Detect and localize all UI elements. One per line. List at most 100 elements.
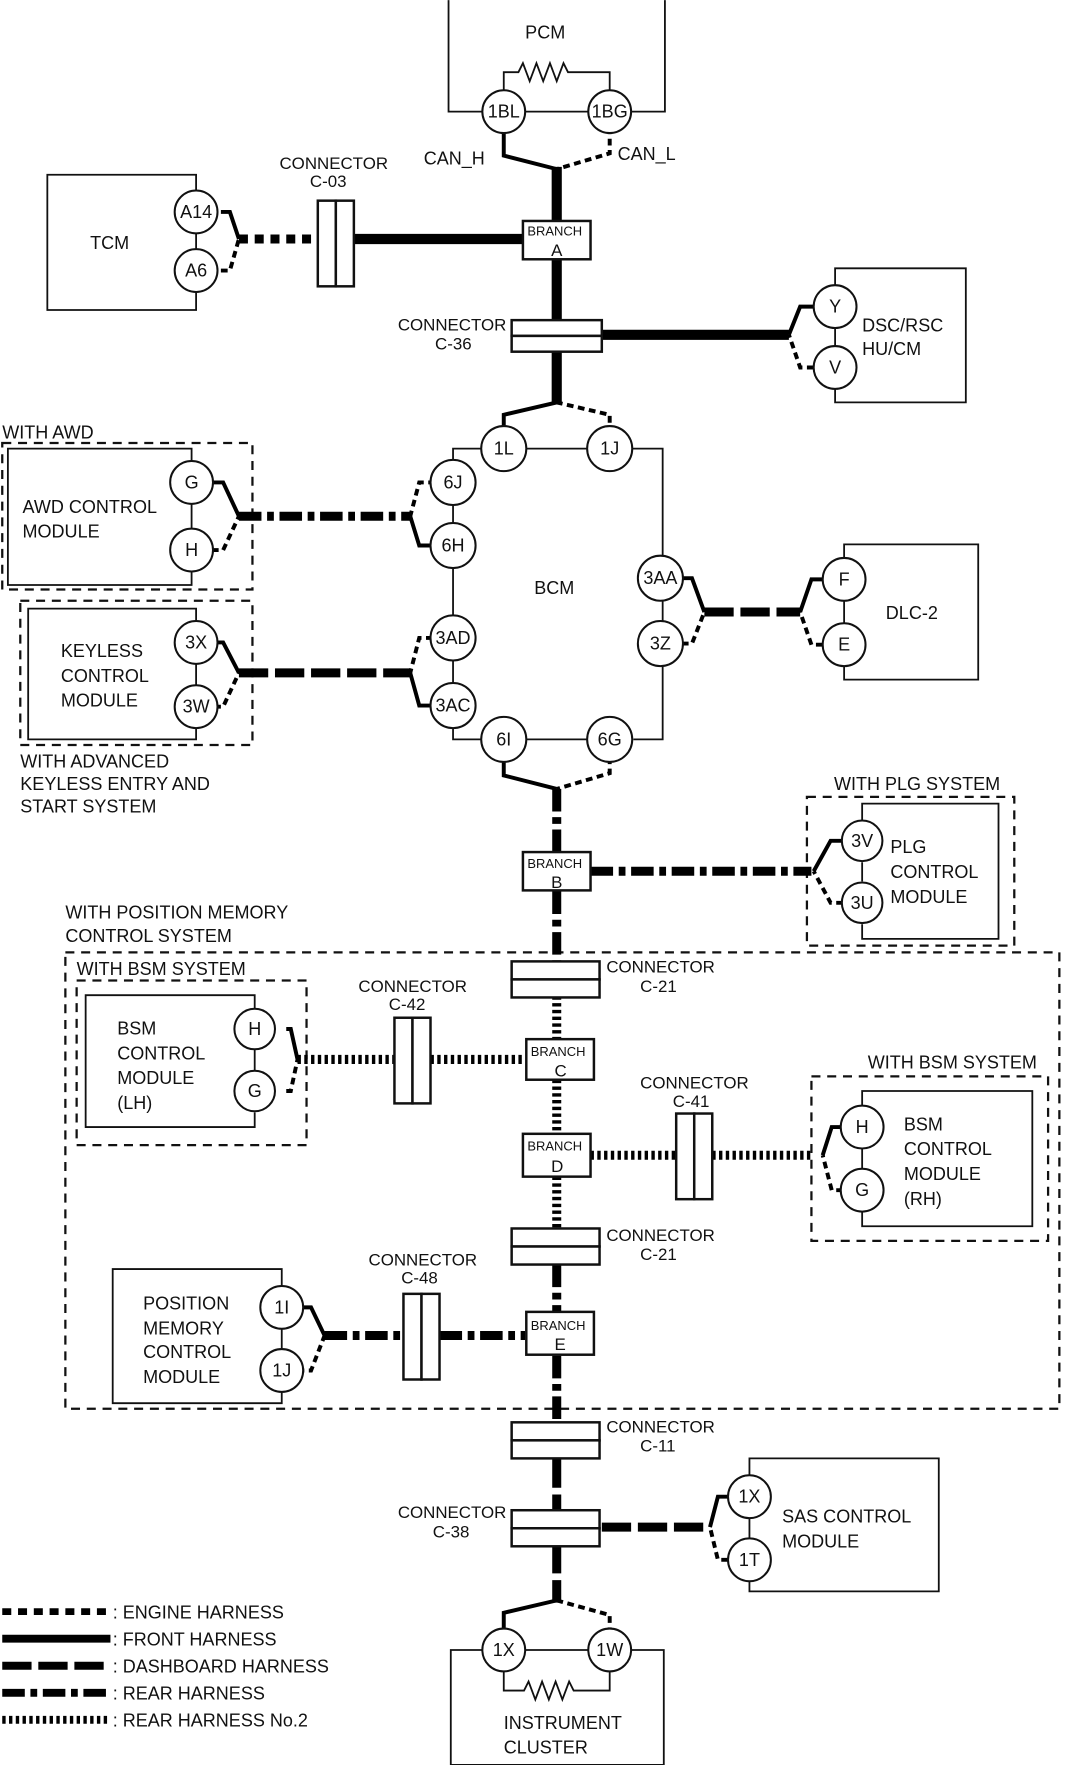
pcm-label: PCM	[525, 22, 565, 42]
bcm-label: BCM	[534, 578, 574, 598]
bsm-rh-option-enclosure	[810, 1075, 1050, 1243]
legend-item-rear: : REAR HARNESS	[2, 1684, 265, 1704]
wire-pcm-can-l	[556, 127, 612, 172]
wire-bsml-g	[286, 1059, 300, 1093]
bcm-pin-1l: 1L	[494, 439, 514, 459]
branch-e: BRANCH E	[525, 1310, 596, 1356]
keyless-option-label: WITH ADVANCED KEYLESS ENTRY AND START SY…	[20, 752, 215, 817]
wire-dlc-f	[798, 577, 823, 613]
sas-control-module: SAS CONTROL MODULE 1X 1T	[727, 1457, 940, 1593]
svg-text:: REAR HARNESS No.2: : REAR HARNESS No.2	[113, 1711, 308, 1731]
svg-text:A: A	[551, 241, 563, 260]
pcm-module: PCM 1BL 1BG CAN_H CAN_L	[424, 0, 676, 170]
branch-d: BRANCH D	[521, 1132, 592, 1178]
dlc-2: DLC-2 F E	[821, 543, 980, 681]
sas-pin-1x: 1X	[738, 1487, 760, 1507]
bcm-pin-6j: 6J	[444, 472, 463, 492]
instrument-cluster: 1X 1W INSTRUMENT CLUSTER	[449, 1627, 665, 1765]
svg-text:C-41: C-41	[673, 1092, 710, 1111]
bcm-pin-3ad: 3AD	[436, 628, 471, 648]
termination-resistor-icon	[502, 1671, 611, 1703]
svg-text:BRANCH: BRANCH	[527, 856, 582, 871]
can-h-label: CAN_H	[424, 149, 485, 170]
connector-c36: CONNECTOR C-36	[398, 315, 604, 353]
svg-text:C-11: C-11	[640, 1437, 675, 1456]
branch-b: BRANCH B	[521, 850, 592, 892]
bsm-rh-pin-h: H	[856, 1117, 869, 1137]
plg-control-module: PLG CONTROL MODULE 3V 3U	[840, 802, 1000, 940]
can-l-label: CAN_L	[618, 144, 676, 165]
svg-text:BRANCH: BRANCH	[531, 1318, 586, 1333]
bcm-module: BCM 1L 1J 6J 6H 3AD 3AC 3AA 3Z 6I 6G	[429, 425, 684, 763]
svg-text:CONNECTOR: CONNECTOR	[369, 1251, 478, 1270]
wire-bsml-h	[286, 1027, 300, 1060]
wire-plg-3v	[811, 838, 843, 873]
wire-bsmr-g	[820, 1154, 843, 1193]
tcm-label: TCM	[90, 233, 129, 253]
awd-label: AWD CONTROL MODULE	[23, 497, 162, 542]
svg-text:CONNECTOR: CONNECTOR	[606, 958, 715, 977]
bcm-pin-6i: 6I	[496, 729, 511, 749]
keyless-pin-3x: 3X	[185, 632, 207, 652]
wire-bcm-3ad	[408, 635, 433, 674]
svg-text:CONNECTOR: CONNECTOR	[606, 1226, 715, 1245]
bsm-rh-label: BSM CONTROL MODULE (RH)	[904, 1114, 997, 1208]
sas-pin-1t: 1T	[739, 1550, 760, 1570]
position-memory-control-module: POSITION MEMORY CONTROL MODULE 1I 1J	[111, 1268, 305, 1405]
wire-ic-1x	[501, 1598, 558, 1635]
svg-text:CONNECTOR: CONNECTOR	[358, 977, 467, 996]
pcm-pin-1bl: 1BL	[488, 102, 520, 122]
plg-label: PLG CONTROL MODULE	[890, 837, 983, 907]
wire-awd-h	[211, 515, 241, 553]
svg-text:CONNECTOR: CONNECTOR	[606, 1417, 715, 1436]
wire-sas-1x	[708, 1494, 729, 1528]
awd-pin-h: H	[185, 540, 198, 560]
connector-c38: CONNECTOR C-38	[398, 1503, 601, 1548]
wire-sas-1t	[708, 1526, 729, 1562]
wire-bcm-3aa	[682, 576, 707, 613]
svg-text:: REAR HARNESS: : REAR HARNESS	[113, 1684, 265, 1704]
svg-text:D: D	[551, 1157, 563, 1176]
bsm-lh-control-module: BSM CONTROL MODULE (LH) H G	[84, 994, 276, 1128]
dsc-label-2: HU/CM	[862, 339, 921, 359]
bsm-rh-pin-g: G	[855, 1180, 869, 1200]
wire-bcm-6g	[556, 757, 612, 791]
wire-bcm-3ac	[408, 672, 433, 708]
wire-bcm-6i	[501, 757, 558, 791]
bsm-rh-option-label: WITH BSM SYSTEM	[868, 1052, 1037, 1072]
dsc-label: DSC/RSC	[862, 315, 943, 335]
plg-option-label: WITH PLG SYSTEM	[834, 774, 1000, 794]
wire-bcm-3z	[681, 611, 707, 646]
ic-label: INSTRUMENT CLUSTER	[504, 1713, 627, 1758]
svg-text:C-48: C-48	[401, 1269, 438, 1288]
keyless-control-module: KEYLESS CONTROL MODULE 3X 3W	[27, 607, 219, 741]
dlc-pin-f: F	[839, 569, 850, 589]
awd-pin-g: G	[185, 472, 199, 492]
legend-item-rear-no2: : REAR HARNESS No.2	[2, 1711, 308, 1731]
branch-c: BRANCH C	[525, 1037, 596, 1081]
bcm-pin-6h: 6H	[442, 536, 465, 556]
plg-pin-3v: 3V	[851, 831, 873, 851]
svg-text:C-21: C-21	[640, 1245, 677, 1264]
svg-text:C-42: C-42	[389, 995, 426, 1014]
svg-text:CONNECTOR: CONNECTOR	[398, 315, 507, 334]
connector-c48: CONNECTOR C-48	[369, 1251, 478, 1381]
pmcm-label: POSITION MEMORY CONTROL MODULE	[143, 1294, 236, 1387]
dsc-pin-y: Y	[829, 297, 841, 317]
svg-text:BRANCH: BRANCH	[527, 1139, 582, 1154]
svg-text:: ENGINE HARNESS: : ENGINE HARNESS	[113, 1602, 284, 1622]
bcm-pin-1j: 1J	[600, 439, 619, 459]
bsm-rh-control-module: BSM CONTROL MODULE (RH) H G	[839, 1090, 1034, 1228]
bsm-lh-option-enclosure	[75, 979, 308, 1147]
svg-text:BRANCH: BRANCH	[527, 224, 582, 239]
tcm-pin-a14: A14	[180, 202, 212, 222]
connector-c42: CONNECTOR C-42	[358, 977, 467, 1105]
awd-option-label: WITH AWD	[2, 422, 93, 442]
svg-text:B: B	[551, 873, 562, 892]
svg-text:C-21: C-21	[640, 977, 677, 996]
wire-awd-g	[211, 480, 241, 518]
dsc-pin-v: V	[829, 357, 841, 377]
svg-text:BRANCH: BRANCH	[531, 1044, 586, 1059]
bsm-lh-option-label: WITH BSM SYSTEM	[77, 959, 246, 979]
